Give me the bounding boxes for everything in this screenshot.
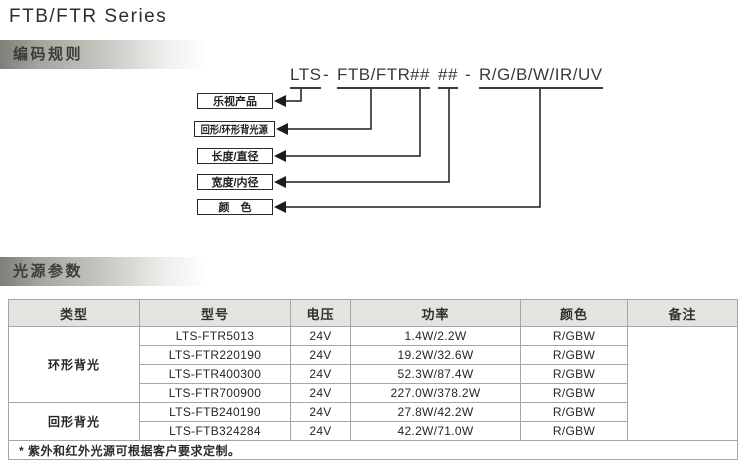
label-box-series: 回形/环形背光源 bbox=[194, 121, 275, 137]
code-prefix: LTS bbox=[290, 65, 322, 89]
col-header-remarks: 备注 bbox=[627, 299, 738, 327]
type-group-ring: 环形背光 bbox=[8, 326, 140, 403]
voltage-cell: 24V bbox=[290, 326, 351, 346]
color-cell: R/GBW bbox=[520, 326, 628, 346]
voltage-cell: 24V bbox=[290, 345, 351, 365]
code-length-digits: ## bbox=[410, 65, 430, 89]
model-cell: LTS-FTB240190 bbox=[139, 402, 291, 422]
type-group-frame: 回形背光 bbox=[8, 402, 140, 441]
light-source-parameters-table: 类型 型号 电压 功率 颜色 备注 环形背光 LTS-FTR5013 24V 1… bbox=[8, 299, 738, 460]
table-row: 回形背光 LTS-FTB240190 24V 27.8W/42.2W R/GBW bbox=[8, 402, 738, 441]
code-width-digits: ## bbox=[438, 65, 458, 89]
label-box-color: 颜 色 bbox=[197, 199, 273, 215]
code-series: FTB/FTR bbox=[337, 65, 411, 89]
label-box-width: 宽度/内径 bbox=[197, 174, 273, 190]
label-box-length: 长度/直径 bbox=[197, 148, 273, 164]
col-header-power: 功率 bbox=[350, 299, 521, 327]
code-separator-1: - bbox=[323, 65, 330, 84]
section-header-params: 光源参数 bbox=[0, 257, 207, 286]
model-cell: LTS-FTR400300 bbox=[139, 364, 291, 384]
power-cell: 52.3W/87.4W bbox=[350, 364, 521, 384]
color-cell: R/GBW bbox=[520, 402, 628, 422]
model-cell: LTS-FTR700900 bbox=[139, 383, 291, 403]
power-cell: 19.2W/32.6W bbox=[350, 345, 521, 365]
voltage-cell: 24V bbox=[290, 402, 351, 422]
voltage-cell: 24V bbox=[290, 421, 351, 441]
table-note-row: * 紫外和红外光源可根据客户要求定制。 bbox=[8, 440, 738, 460]
color-cell: R/GBW bbox=[520, 345, 628, 365]
power-cell: 27.8W/42.2W bbox=[350, 402, 521, 422]
col-header-color: 颜色 bbox=[520, 299, 628, 327]
col-header-model: 型号 bbox=[139, 299, 291, 327]
arrowhead-icons bbox=[274, 95, 288, 213]
customization-note: * 紫外和红外光源可根据客户要求定制。 bbox=[8, 440, 738, 460]
product-code-line: LTS - FTB/FTR ## ## - R/G/B/W/IR/UV bbox=[0, 65, 744, 89]
color-cell: R/GBW bbox=[520, 421, 628, 441]
power-cell: 42.2W/71.0W bbox=[350, 421, 521, 441]
page-title: FTB/FTR Series bbox=[9, 6, 168, 27]
model-cell: LTS-FTR220190 bbox=[139, 345, 291, 365]
color-cell: R/GBW bbox=[520, 383, 628, 403]
table-row: LTS-FTR700900 24V 227.0W/378.2W R/GBW bbox=[9, 383, 738, 403]
model-cell: LTS-FTB324284 bbox=[139, 421, 291, 441]
table-row: 环形背光 LTS-FTR5013 24V 1.4W/2.2W R/GBW bbox=[8, 326, 738, 441]
power-cell: 227.0W/378.2W bbox=[350, 383, 521, 403]
code-separator-2: - bbox=[465, 65, 472, 84]
section-header-params-label: 光源参数 bbox=[13, 263, 84, 280]
table-row: LTS-FTR220190 24V 19.2W/32.6W R/GBW bbox=[9, 345, 738, 365]
col-header-voltage: 电压 bbox=[290, 299, 351, 327]
table-header-row: 类型 型号 电压 功率 颜色 备注 bbox=[8, 299, 738, 327]
section-header-coding-label: 编码规则 bbox=[13, 46, 84, 63]
connector-lines bbox=[274, 89, 541, 213]
coding-rule-diagram: LTS - FTB/FTR ## ## - R/G/B/W/IR/UV 乐视产品… bbox=[0, 65, 744, 215]
remarks-cell bbox=[627, 326, 738, 441]
power-cell: 1.4W/2.2W bbox=[350, 326, 521, 346]
color-cell: R/GBW bbox=[520, 364, 628, 384]
model-cell: LTS-FTR5013 bbox=[139, 326, 291, 346]
section-header-coding: 编码规则 bbox=[0, 40, 207, 69]
code-colors: R/G/B/W/IR/UV bbox=[479, 65, 603, 89]
label-box-brand: 乐视产品 bbox=[197, 93, 273, 109]
voltage-cell: 24V bbox=[290, 364, 351, 384]
voltage-cell: 24V bbox=[290, 383, 351, 403]
col-header-type: 类型 bbox=[8, 299, 140, 327]
